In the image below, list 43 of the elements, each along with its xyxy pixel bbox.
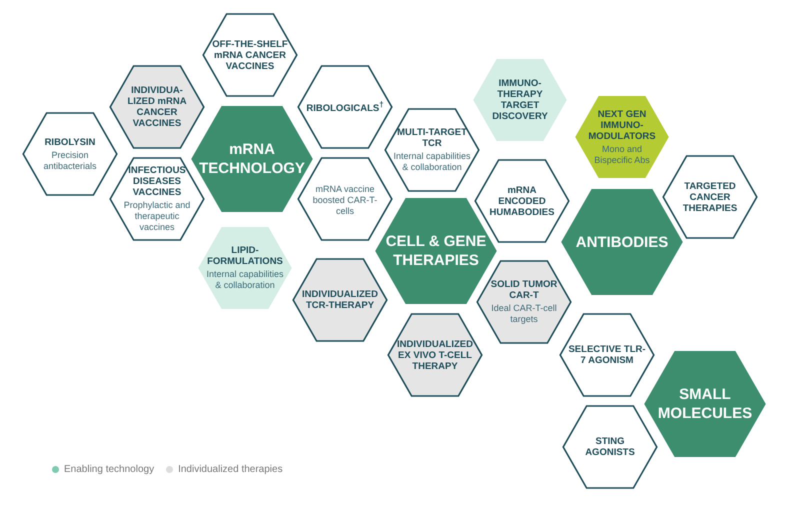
hexagon-title: RIBOLOGICALS$^{†}$ — [306, 99, 384, 115]
hexagon-description: mRNA vaccine boosted CAR-T-cells — [312, 184, 378, 216]
hexagon-title: LIPID-FORMULATIONS — [206, 245, 284, 267]
hexagon-title: mRNA ENCODED HUMABODIES — [488, 184, 556, 218]
hexagon-title: NEXT GEN IMMUNO-MODULATORS — [587, 108, 657, 142]
hexagon-tile — [574, 95, 670, 179]
hexagon-tile — [297, 65, 393, 149]
hexagon-tile — [109, 65, 205, 149]
hexagon-description: Precision antibacterials — [42, 150, 98, 172]
hexagon-title: mRNA TECHNOLOGY — [198, 140, 306, 178]
legend-label: Enabling technology — [64, 464, 154, 475]
hexagon-title: INDIVIDUA-LIZED mRNA CANCER VACCINES — [126, 85, 188, 129]
hexagon-title: STING AGONISTS — [584, 436, 636, 458]
hexagon-tile — [384, 108, 480, 192]
platform-hexagon — [560, 188, 684, 296]
hexagon-title: SMALL MOLECULES — [656, 385, 754, 423]
hexagon-title: MULTI-TARGET TCR — [396, 127, 468, 149]
hexagon-title: OFF-THE-SHELF mRNA CANCER VACCINES — [211, 38, 289, 72]
hexagon-tile — [387, 313, 483, 397]
hexagon-tile — [197, 226, 293, 310]
hexagon-title: IMMUNO-THERAPY TARGET DISCOVERY — [491, 78, 549, 122]
hexagon-description: Ideal CAR-T-cell targets — [490, 303, 558, 325]
hexagon-tile — [472, 58, 568, 142]
hexagon-title: INDIVIDUALIZED EX VIVO T-CELL THERAPY — [396, 338, 474, 372]
hexagon-title: INDIVIDUALIZED TCR-THERAPY — [301, 289, 379, 311]
hexagon-tile — [559, 313, 655, 397]
hexagon-title: TARGETED CANCER THERAPIES — [682, 180, 738, 214]
hexagon-description: Internal capabilities & collaboration — [206, 269, 284, 291]
hexagon-tile — [202, 13, 298, 97]
hexagon-description: Mono and Bispecific Abs — [593, 144, 651, 166]
hexagon-title: CELL & GENE THERAPIES — [384, 232, 488, 270]
hexagon-description: Internal capabilities & collaboration — [392, 151, 472, 173]
hexagon-tile — [22, 112, 118, 196]
hexagon-title: ANTIBODIES — [576, 232, 668, 252]
platform-hexagon — [643, 350, 767, 458]
hexagon-tile — [562, 405, 658, 489]
legend-label: Individualized therapies — [178, 464, 283, 475]
hexagon-title: SOLID TUMOR CAR-T — [490, 279, 558, 301]
hexagon-tile — [292, 258, 388, 342]
hexagon-title: SELECTIVE TLR-7 AGONISM — [568, 344, 646, 366]
hexagon-title: RIBOLYSIN — [44, 136, 96, 148]
hexagon-title: INFECTIOUS DISEASES VACCINES — [127, 165, 187, 198]
hexagon-description: Prophylactic and therapeutic vaccines — [122, 200, 192, 233]
